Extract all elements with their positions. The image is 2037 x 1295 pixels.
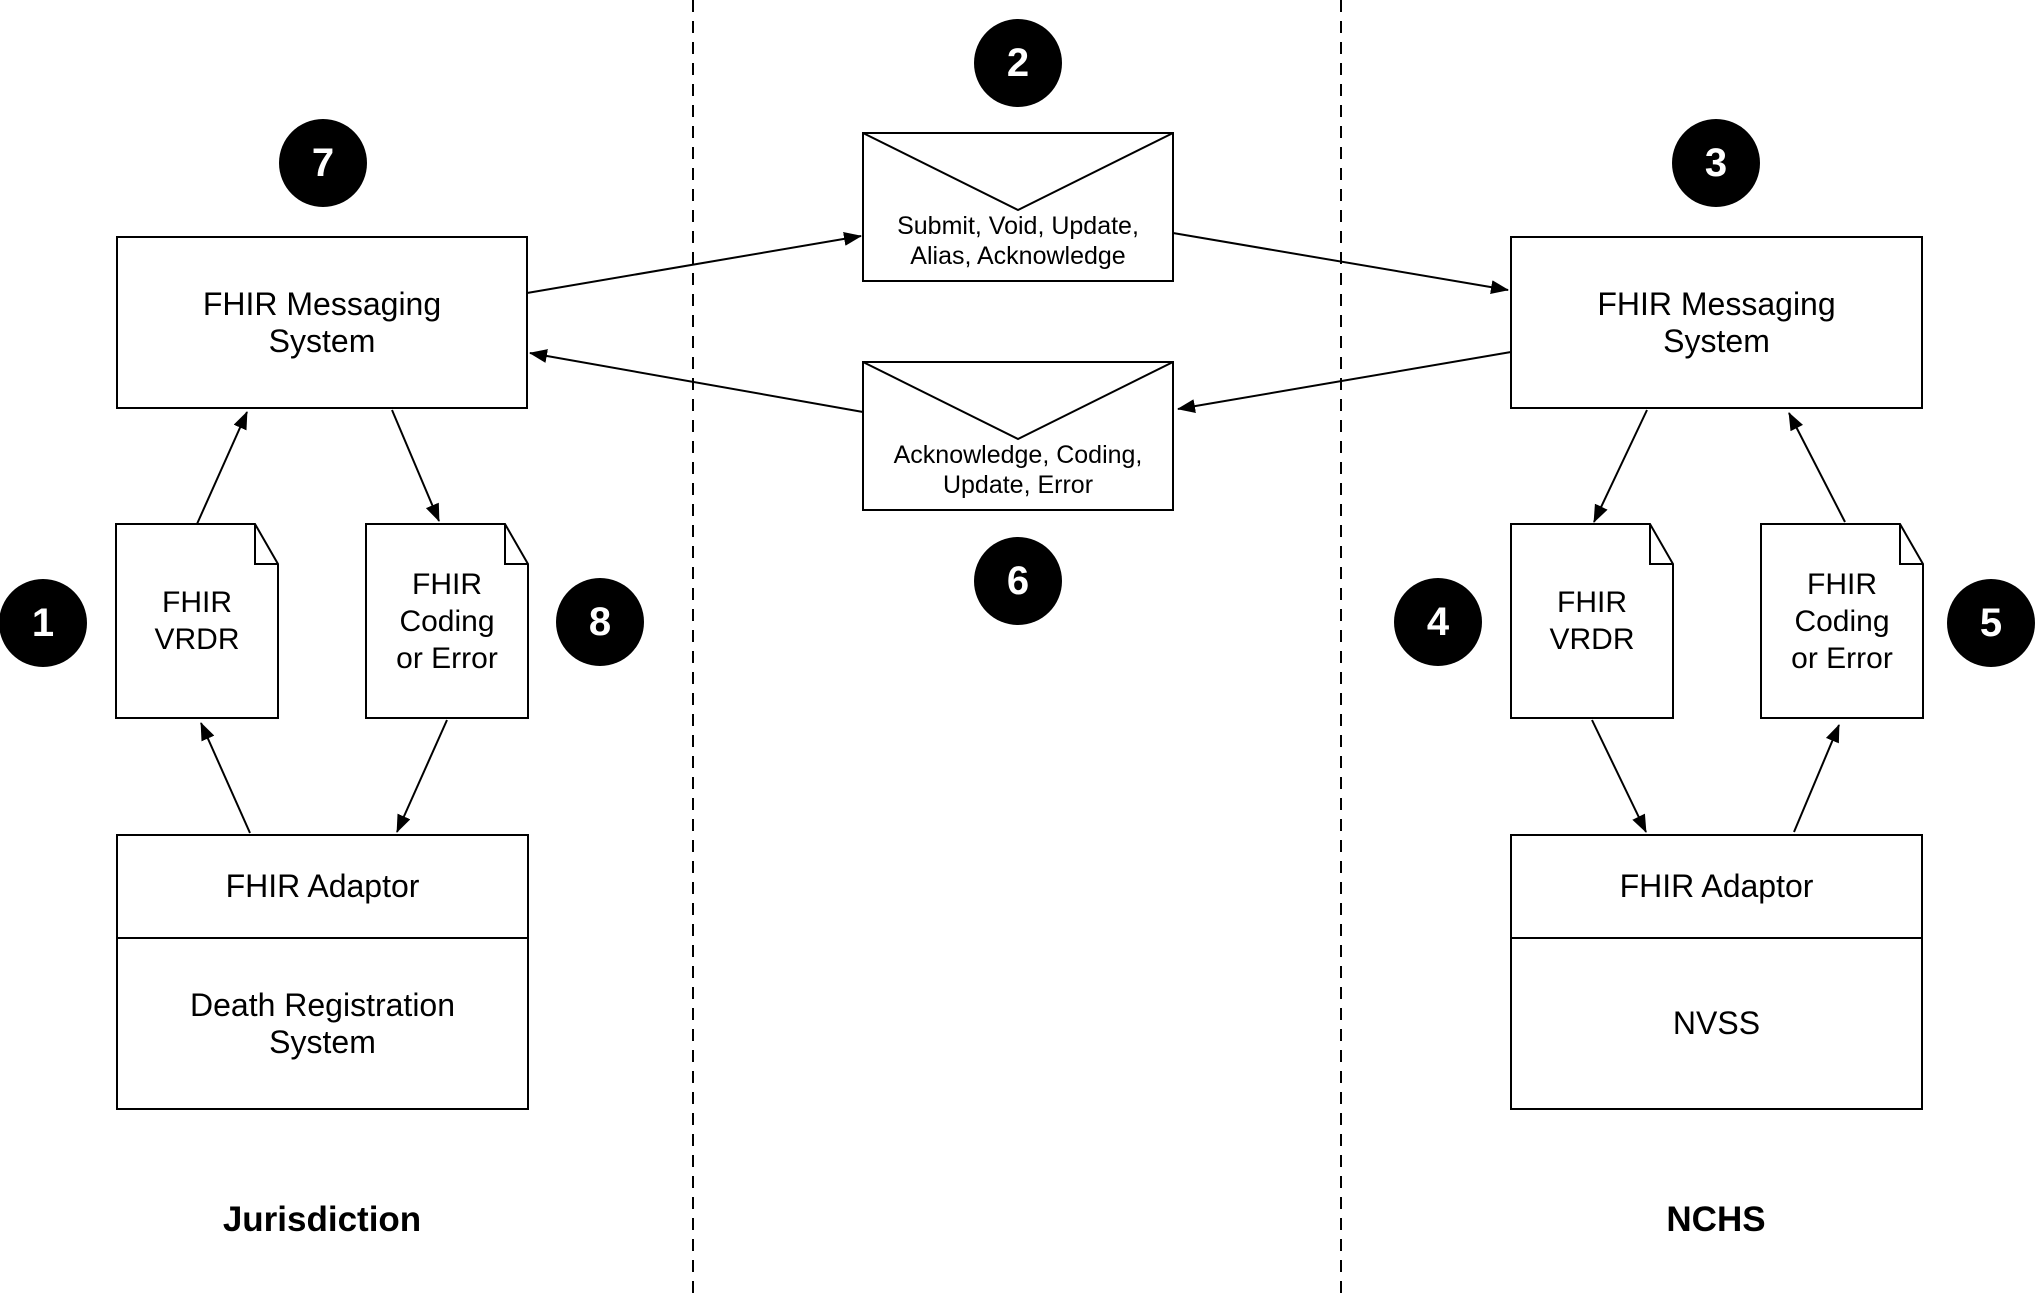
fhir-coding-right-label: FHIR Coding or Error	[1791, 567, 1893, 675]
fhir-vrdr-left-label: FHIR VRDR	[154, 586, 240, 656]
jurisdiction-lane-label: Jurisdiction	[222, 1200, 422, 1239]
arrow-right-messaging-to-response-envelope	[1177, 351, 1512, 414]
nvss-label: NVSS	[1672, 1005, 1761, 1041]
step-7-badge: 7	[279, 119, 367, 207]
step-3-badge: 3	[1672, 119, 1760, 207]
arrow-vrdr-left-to-messaging	[196, 411, 248, 525]
fhir-messaging-left-label: FHIR Messaging System	[202, 285, 442, 359]
arrow-vrdr-right-to-adaptor	[1591, 719, 1647, 833]
nchs-lane-label: NCHS	[1666, 1200, 1766, 1239]
step-5-badge: 5	[1947, 579, 2035, 667]
fhir-messaging-left-box	[116, 236, 528, 409]
arrow-messaging-to-coding-left	[391, 409, 440, 522]
step-6-badge: 6	[974, 537, 1062, 625]
adaptor-right-top-label: FHIR Adaptor	[1619, 868, 1814, 904]
fhir-vrdr-right-label: FHIR VRDR	[1549, 586, 1635, 656]
arrow-adaptor-to-coding-right	[1793, 724, 1840, 833]
fhir-coding-left-label: FHIR Coding or Error	[396, 567, 498, 675]
response-envelope-label: Acknowledge, Coding, Update, Error	[893, 440, 1143, 499]
request-envelope-label: Submit, Void, Update, Alias, Acknowledge	[897, 211, 1139, 270]
arrow-left-messaging-to-request-envelope	[526, 231, 862, 294]
adaptor-left-top-label: FHIR Adaptor	[225, 868, 420, 904]
death-registration-system-label: Death Registration System	[189, 986, 456, 1060]
arrow-adaptor-to-vrdr-left	[200, 722, 251, 834]
fhir-messaging-right-label: FHIR Messaging System	[1597, 285, 1836, 359]
request-envelope	[862, 132, 1174, 282]
arrow-messaging-to-vrdr-right	[1593, 409, 1648, 523]
fhir-coding-right-doc	[1760, 523, 1924, 719]
fhir-coding-left-doc	[365, 523, 529, 719]
step-4-badge: 4	[1394, 578, 1482, 666]
arrow-coding-left-to-adaptor	[396, 719, 448, 833]
response-envelope	[862, 361, 1174, 511]
step-1-badge: 1	[0, 579, 87, 667]
arrow-coding-right-to-messaging	[1788, 412, 1846, 523]
step-8-badge: 8	[556, 578, 644, 666]
fhir-vrdr-left-doc	[115, 523, 279, 719]
arrow-response-envelope-to-left-messaging	[529, 349, 864, 413]
arrow-request-envelope-to-right-messaging	[1172, 232, 1509, 295]
step-2-badge: 2	[974, 19, 1062, 107]
fhir-messaging-right-box	[1510, 236, 1923, 409]
adaptor-left-box	[116, 834, 529, 1110]
fhir-vrdr-right-doc	[1510, 523, 1674, 719]
adaptor-right-box	[1510, 834, 1923, 1110]
